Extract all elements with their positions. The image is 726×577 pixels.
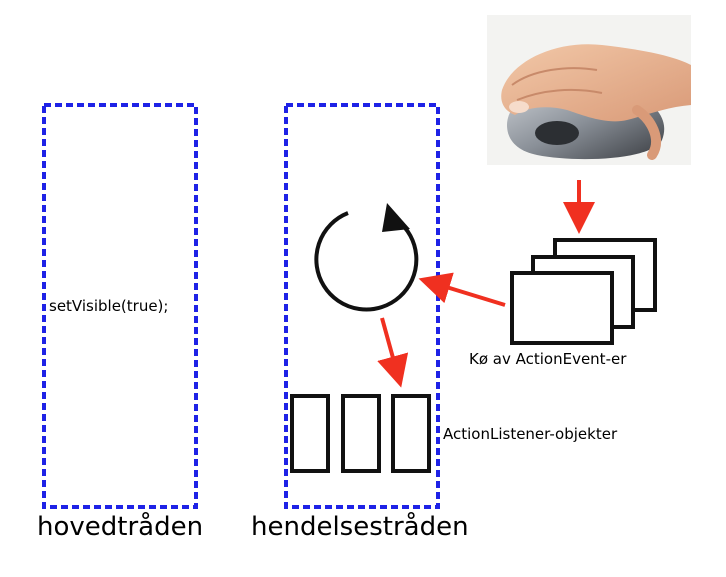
set-visible-code: setVisible(true);	[49, 297, 169, 315]
event-thread-title: hendelsestråden	[251, 512, 469, 542]
listener-object	[391, 394, 431, 473]
main-thread-title: hovedtråden	[37, 512, 204, 542]
event-queue-stack	[510, 238, 657, 345]
listener-object	[290, 394, 330, 473]
queue-to-loop-arrow	[418, 272, 506, 307]
event-thread-box	[284, 103, 440, 509]
loop-to-listener-arrow	[377, 317, 409, 388]
event-loop-icon	[314, 203, 419, 312]
mouse-photo	[487, 15, 691, 165]
hand-on-mouse-icon	[501, 44, 691, 160]
listener-object	[341, 394, 381, 473]
main-thread-box	[42, 103, 198, 509]
event-queue-label: Kø av ActionEvent-er	[469, 350, 627, 368]
listener-objects-label: ActionListener-objekter	[443, 425, 618, 443]
